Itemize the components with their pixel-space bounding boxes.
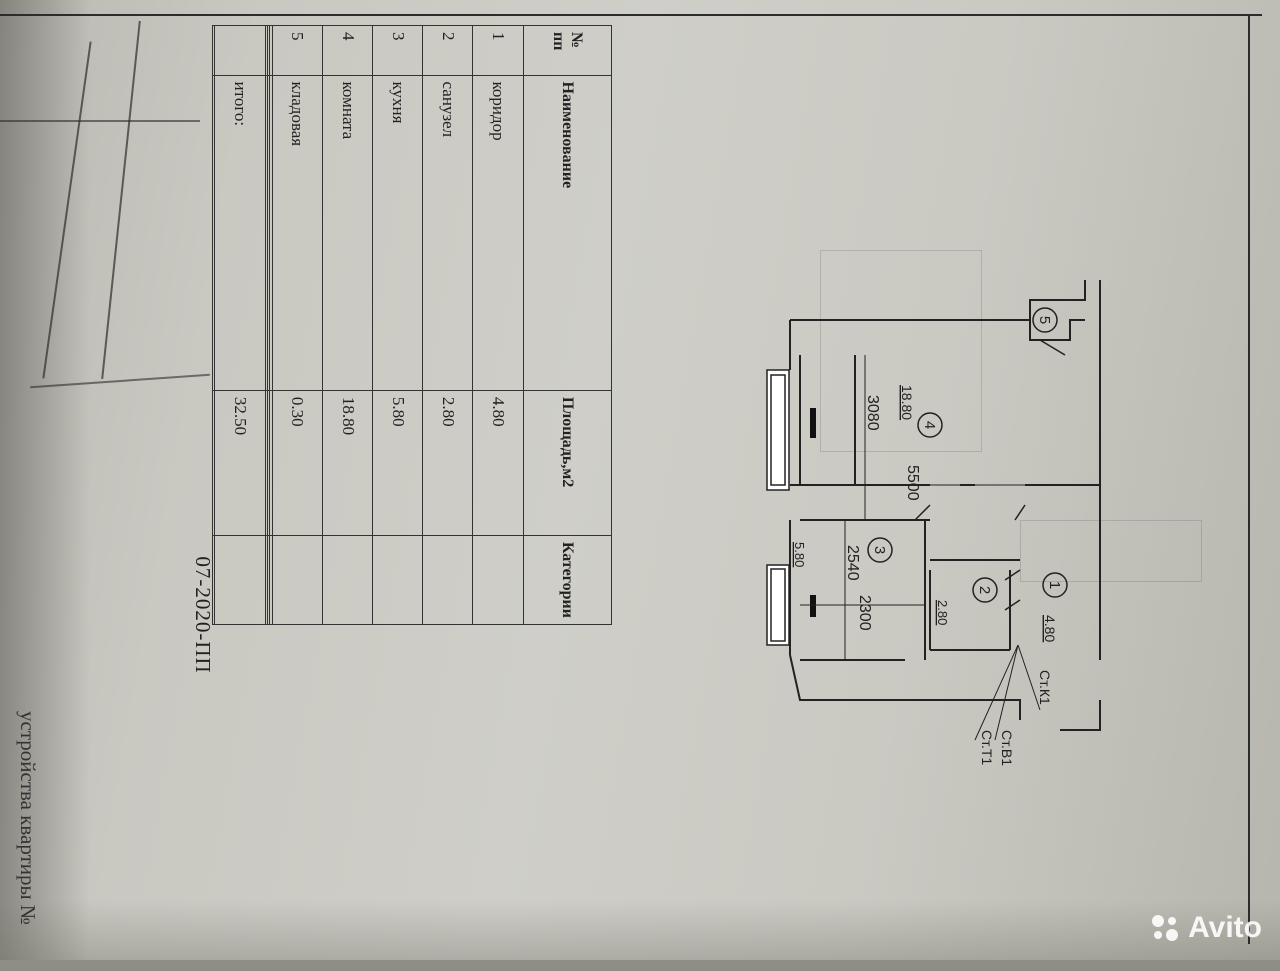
rooms-table-wrap: № пп Наименование Площадь,м2 Категории 1…	[212, 25, 612, 625]
room-area-label: 4.80	[1042, 615, 1058, 642]
riser-label: Ст.К1	[1037, 670, 1053, 705]
row-name: санузел	[422, 75, 473, 391]
plan-doors	[914, 339, 1066, 611]
table-row: 5 кладовая 0.30	[272, 25, 323, 625]
frame-line-stamp-top	[0, 120, 200, 122]
plan-windows	[766, 369, 790, 646]
rooms-table: № пп Наименование Площадь,м2 Категории 1…	[212, 25, 612, 625]
header-area: Площадь,м2	[523, 390, 612, 536]
table-row: 1 коридор 4.80	[472, 25, 524, 625]
dimension-label: 3080	[864, 395, 881, 431]
dimension-label: 5500	[904, 465, 921, 501]
room-number: 3	[871, 546, 888, 554]
plan-dimensions	[800, 355, 1085, 660]
dimension-label: 2300	[856, 595, 873, 631]
row-num: 4	[322, 25, 373, 76]
row-num: 1	[472, 25, 524, 76]
room-area-label: 2.80	[935, 600, 950, 625]
row-category	[422, 535, 473, 625]
row-name: кухня	[372, 75, 423, 391]
radiator-mark	[810, 595, 816, 617]
row-area: 2.80	[422, 390, 473, 536]
header-category: Категории	[523, 535, 612, 625]
watermark-text: Avito	[1188, 911, 1262, 944]
row-num: 3	[372, 25, 423, 76]
header-name: Наименование	[523, 75, 612, 391]
row-area: 18.80	[322, 390, 373, 536]
row-area: 5.80	[372, 390, 423, 536]
row-category	[372, 535, 423, 625]
row-area: 0.30	[272, 390, 323, 536]
table-row-empty	[267, 25, 270, 625]
riser-label: Ст.Т1	[979, 730, 995, 765]
frame-line-right	[1248, 14, 1250, 944]
frame-line-outer	[0, 14, 1262, 16]
avito-watermark: Avito	[1148, 910, 1262, 946]
table-row-empty	[265, 25, 268, 625]
radiator-mark	[810, 408, 816, 438]
room-number: 1	[1046, 581, 1063, 589]
avito-logo-icon	[1152, 915, 1179, 941]
plan-walls	[789, 280, 1101, 731]
floor-plan: 4 3 2 1 5 18.80 5.80 2.80 4.80 3080 5500…	[766, 280, 1101, 766]
table-row: 3 кухня 5.80	[372, 25, 423, 625]
row-num: 2	[422, 25, 473, 76]
riser-leaders	[974, 644, 1041, 741]
table-row: 2 санузел 2.80	[422, 25, 473, 625]
page-shadow-bottom	[0, 900, 1280, 960]
document-code: 07-2020-ПП	[191, 556, 215, 674]
row-name: кладовая	[272, 75, 323, 391]
riser-label: Ст.В1	[999, 730, 1015, 766]
room-number: 2	[976, 586, 993, 594]
room-number: 4	[921, 421, 938, 429]
header-num: № пп	[523, 25, 612, 76]
bleed-through-mark	[1020, 520, 1202, 582]
bleed-through-mark	[820, 250, 982, 452]
page-shadow-left	[0, 0, 90, 960]
room-area-label: 18.80	[899, 385, 915, 420]
table-header-row: № пп Наименование Площадь,м2 Категории	[523, 25, 612, 625]
room-markers	[867, 307, 1068, 603]
table-row: 4 комната 18.80	[322, 25, 373, 625]
row-name: комната	[322, 75, 373, 391]
dimension-label: 2540	[844, 545, 861, 581]
row-category	[472, 535, 524, 625]
row-name: коридор	[472, 75, 524, 391]
row-num: 5	[272, 25, 323, 76]
room-number: 5	[1036, 316, 1053, 324]
document-title-fragment: устройства квартиры №	[16, 711, 40, 925]
room-area-label: 5.80	[792, 542, 807, 567]
row-category	[272, 535, 323, 625]
row-area: 4.80	[472, 390, 524, 536]
row-category	[322, 535, 373, 625]
table-total-row: итого: 32.50	[214, 25, 266, 625]
total-label: итого:	[214, 75, 266, 391]
table-row-empty	[269, 25, 273, 625]
total-value: 32.50	[214, 390, 266, 536]
